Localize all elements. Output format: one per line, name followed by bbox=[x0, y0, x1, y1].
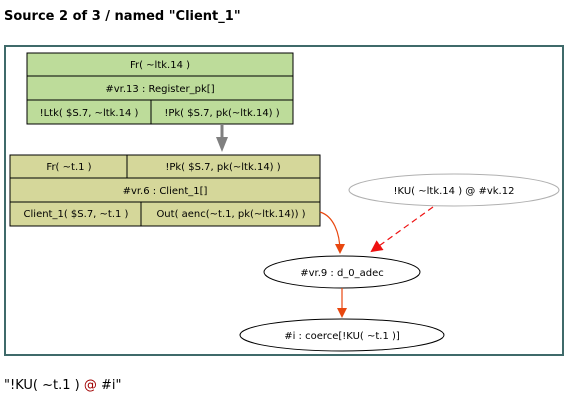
client-fresh-fact: Fr( ~t.1 ) bbox=[46, 162, 91, 173]
goal-footer: "!KU( ~t.1 ) @ #i" bbox=[4, 378, 121, 393]
footer-fact: "!KU( ~t.1 ) bbox=[4, 378, 80, 393]
coerce-node[interactable]: #i : coerce[!KU( ~t.1 )] bbox=[239, 318, 445, 352]
client-pk-fact: !Pk( $S.7, pk(~ltk.14) ) bbox=[165, 162, 280, 173]
edge-ku-to-adec bbox=[370, 206, 434, 253]
footer-timepoint: #i" bbox=[100, 378, 122, 393]
graph-heading: Source 2 of 3 / named "Client_1" bbox=[4, 9, 241, 24]
register-pk-node[interactable]: Fr( ~ltk.14 ) #vr.13 : Register_pk[] !Lt… bbox=[26, 52, 294, 125]
client-state-fact: Client_1( $S.7, ~t.1 ) bbox=[24, 209, 129, 220]
client-1-node[interactable]: Fr( ~t.1 ) !Pk( $S.7, pk(~ltk.14) ) #vr.… bbox=[9, 154, 321, 227]
client-out-fact: Out( aenc(~t.1, pk(~ltk.14)) ) bbox=[156, 209, 305, 220]
footer-at: @ bbox=[83, 378, 97, 393]
edge-register-to-client-arrowhead bbox=[216, 137, 228, 152]
register-fresh-fact: Fr( ~ltk.14 ) bbox=[130, 60, 190, 71]
register-rule-label: #vr.13 : Register_pk[] bbox=[105, 84, 214, 95]
adec-node[interactable]: #vr.9 : d_0_adec bbox=[263, 255, 421, 289]
edge-client-out-to-adec bbox=[319, 211, 345, 254]
adec-label: #vr.9 : d_0_adec bbox=[300, 268, 384, 279]
register-ltk-fact: !Ltk( $S.7, ~ltk.14 ) bbox=[40, 108, 139, 119]
ku-ltk-label: !KU( ~ltk.14 ) @ #vk.12 bbox=[394, 186, 515, 197]
register-pk-fact: !Pk( $S.7, pk(~ltk.14) ) bbox=[164, 108, 279, 119]
client-rule-label: #vr.6 : Client_1[] bbox=[123, 186, 208, 197]
ku-ltk-node[interactable]: !KU( ~ltk.14 ) @ #vk.12 bbox=[348, 173, 560, 207]
coerce-label: #i : coerce[!KU( ~t.1 )] bbox=[284, 331, 400, 342]
graph-frame bbox=[4, 45, 564, 356]
